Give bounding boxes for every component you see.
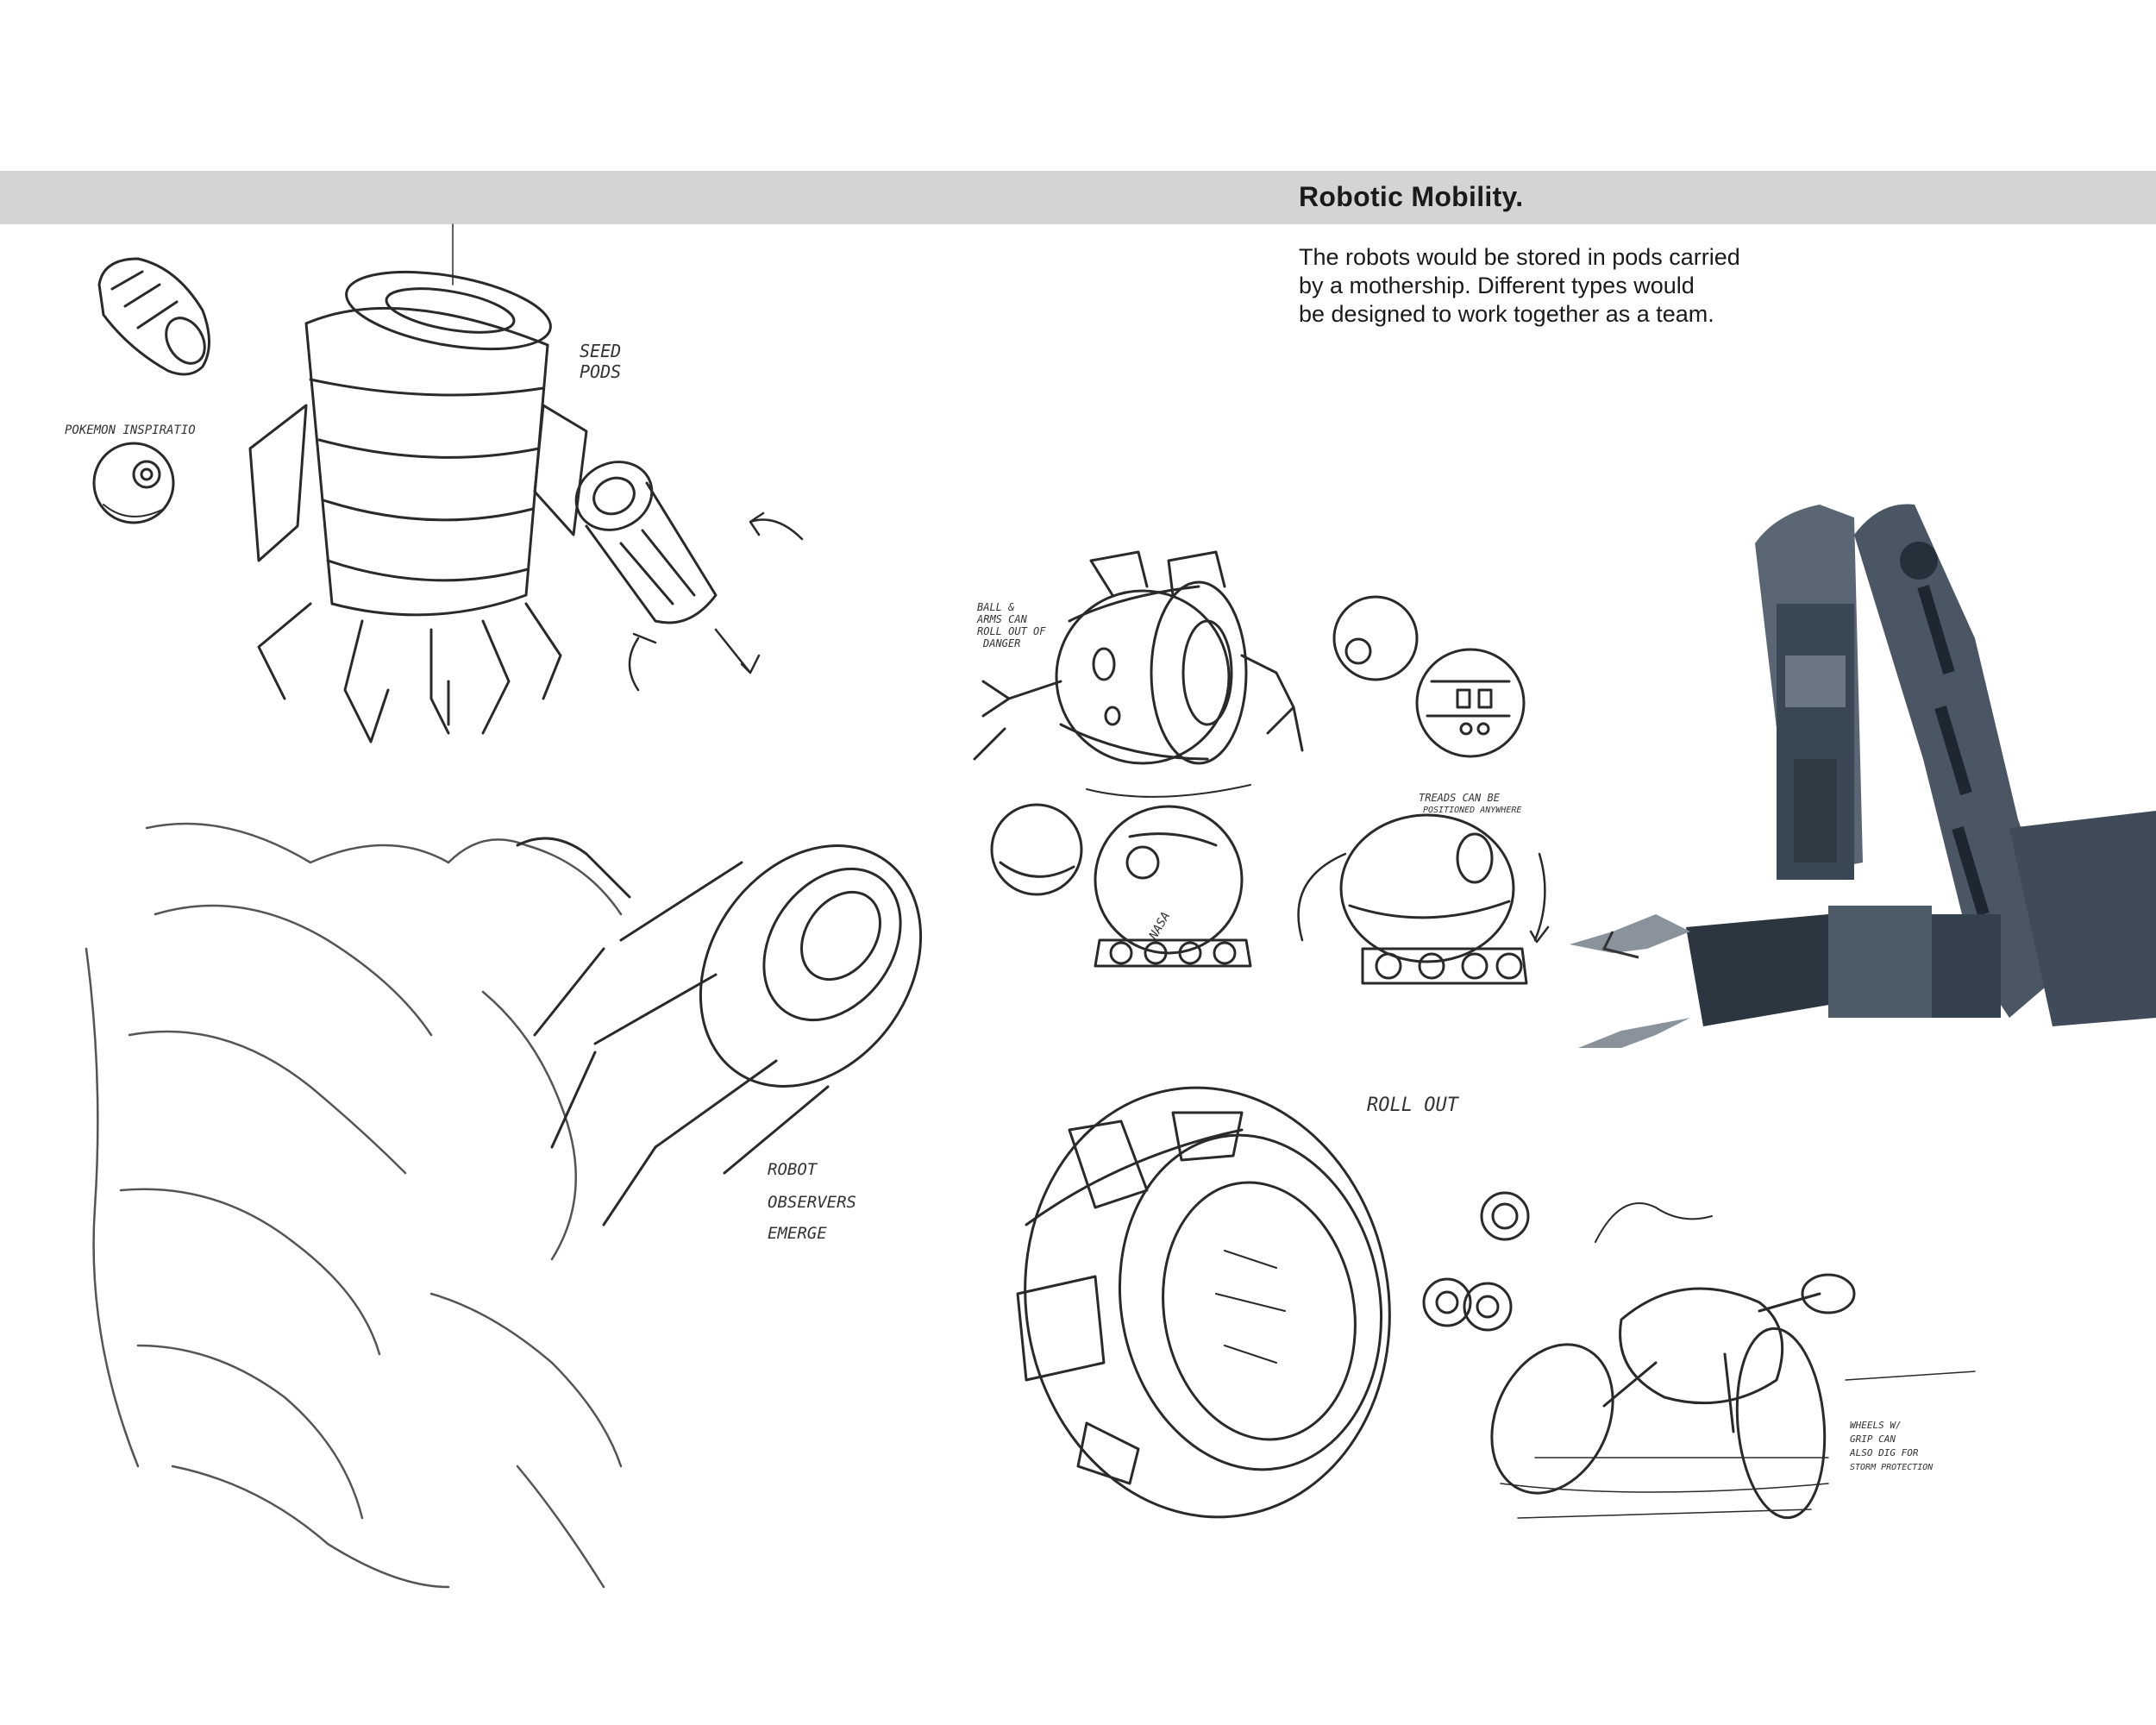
note-observers: OBSERVERS xyxy=(768,1193,856,1212)
page-body-text: The robots would be stored in pods carri… xyxy=(1299,243,1851,329)
body-line: The robots would be stored in pods carri… xyxy=(1299,244,1740,270)
nasa-tread-robot-sketch xyxy=(990,803,1252,968)
note-ball-4: DANGER xyxy=(982,637,1020,649)
title-bar xyxy=(0,171,2156,224)
sphere-robots-sketch xyxy=(1332,595,1526,758)
treads-robot-sketch xyxy=(1297,813,1550,985)
note-emerge: EMERGE xyxy=(768,1224,827,1243)
small-pod-sketch xyxy=(574,461,804,692)
note-robot: ROBOT xyxy=(768,1160,818,1179)
note-seed: SEED xyxy=(580,341,621,361)
roll-out-wheel-sketch xyxy=(1016,1086,1391,1519)
observer-pod-sketch xyxy=(516,837,923,1226)
note-ball-1: BALL & xyxy=(977,601,1014,613)
note-treads-2: POSITIONED ANYWHERE xyxy=(1423,806,1521,815)
robotic-arm-photo xyxy=(1570,504,2156,1048)
note-ball-2: ARMS CAN xyxy=(976,613,1028,625)
note-nasa: NASA xyxy=(1146,910,1173,943)
ring-robots-sketch xyxy=(1422,1191,1713,1332)
note-roll-out: ROLL OUT xyxy=(1367,1095,1460,1116)
note-wheels-1: WHEELS W/ xyxy=(1850,1420,1902,1431)
capsule-pod-sketch xyxy=(97,257,210,376)
wheeled-robot-sketch xyxy=(1490,1273,1976,1520)
note-pods: PODS xyxy=(580,361,621,382)
note-wheels-2: GRIP CAN xyxy=(1850,1433,1896,1445)
ball-arms-robot-sketch xyxy=(973,550,1304,798)
seed-pod-sketch xyxy=(248,223,588,743)
note-pokemon: POKEMON INSPIRATIO xyxy=(65,423,196,437)
note-wheels-3: ALSO DIG FOR xyxy=(1849,1447,1919,1458)
robot-observers-sketch xyxy=(85,822,623,1589)
sketch-notes: SEED PODS POKEMON INSPIRATIO BALL & ARMS… xyxy=(65,341,1934,1472)
note-ball-3: ROLL OUT OF xyxy=(977,625,1046,637)
note-treads-1: TREADS CAN BE xyxy=(1419,792,1501,804)
note-wheels-4: STORM PROTECTION xyxy=(1850,1463,1934,1472)
body-line: by a mothership. Different types would xyxy=(1299,273,1695,298)
page-title: Robotic Mobility. xyxy=(1299,181,1524,212)
ball-robot-sketch xyxy=(92,442,175,524)
body-line: be designed to work together as a team. xyxy=(1299,301,1714,327)
